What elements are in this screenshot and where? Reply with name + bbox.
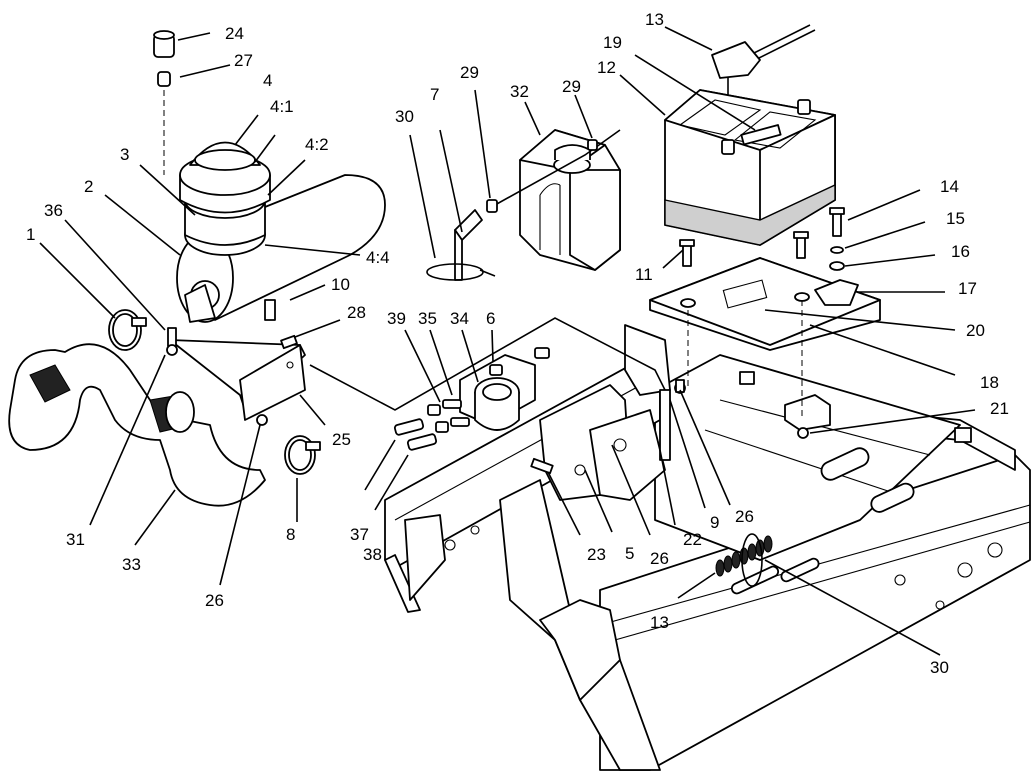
callout-38: 38 xyxy=(363,545,382,564)
spring-and-strap xyxy=(715,533,820,595)
callout-18: 18 xyxy=(980,373,999,392)
callout-17: 17 xyxy=(958,279,977,298)
callout-20: 20 xyxy=(966,321,985,340)
callout-7: 7 xyxy=(430,85,439,104)
battery xyxy=(664,89,836,246)
callout-24: 24 xyxy=(225,24,244,43)
battery-plate xyxy=(649,207,881,439)
callout-2: 2 xyxy=(84,177,93,196)
callout-29-left: 29 xyxy=(460,63,479,82)
callout-31: 31 xyxy=(66,530,85,549)
callout-13-upper: 13 xyxy=(645,10,664,29)
callout-6: 6 xyxy=(486,309,495,328)
callout-33: 33 xyxy=(122,555,141,574)
callout-39: 39 xyxy=(387,309,406,328)
callout-14: 14 xyxy=(940,177,959,196)
callout-4-4: 4:4 xyxy=(366,248,390,267)
leader-lines xyxy=(39,26,976,656)
callout-26-lower: 26 xyxy=(650,549,669,568)
callout-22: 22 xyxy=(683,530,702,549)
callout-30-upper: 30 xyxy=(395,107,414,126)
frame-chassis xyxy=(384,324,1031,771)
callout-4: 4 xyxy=(263,71,272,90)
callout-26-left: 26 xyxy=(205,591,224,610)
fuel-tank xyxy=(426,24,816,281)
callout-25: 25 xyxy=(332,430,351,449)
callout-28: 28 xyxy=(347,303,366,322)
callout-16: 16 xyxy=(951,242,970,261)
callout-11: 11 xyxy=(635,265,653,284)
callout-26-right: 26 xyxy=(735,507,754,526)
callout-36: 36 xyxy=(44,201,63,220)
fuel-solenoid xyxy=(393,347,685,475)
callout-10: 10 xyxy=(331,275,350,294)
callout-13-lower: 13 xyxy=(650,613,669,632)
callout-19: 19 xyxy=(603,33,622,52)
callout-34: 34 xyxy=(450,309,469,328)
callout-30-lower: 30 xyxy=(930,658,949,677)
callout-labels: 24 27 4 4:1 4:2 3 2 36 1 4:4 10 28 39 35… xyxy=(26,10,1009,677)
callout-21: 21 xyxy=(990,399,1009,418)
callout-12: 12 xyxy=(597,58,616,77)
callout-5: 5 xyxy=(625,544,634,563)
callout-9: 9 xyxy=(710,513,719,532)
callout-3: 3 xyxy=(120,145,129,164)
callout-23: 23 xyxy=(587,545,606,564)
callout-4-2: 4:2 xyxy=(305,135,329,154)
callout-37: 37 xyxy=(350,525,369,544)
callout-29-right: 29 xyxy=(562,77,581,96)
callout-32: 32 xyxy=(510,82,529,101)
air-cleaner-assembly xyxy=(153,30,386,426)
intake-hoses xyxy=(8,309,321,507)
callout-35: 35 xyxy=(418,309,437,328)
callout-8: 8 xyxy=(286,525,295,544)
callout-27: 27 xyxy=(234,51,253,70)
callout-1: 1 xyxy=(26,225,35,244)
callout-4-1: 4:1 xyxy=(270,97,294,116)
callout-15: 15 xyxy=(946,209,965,228)
